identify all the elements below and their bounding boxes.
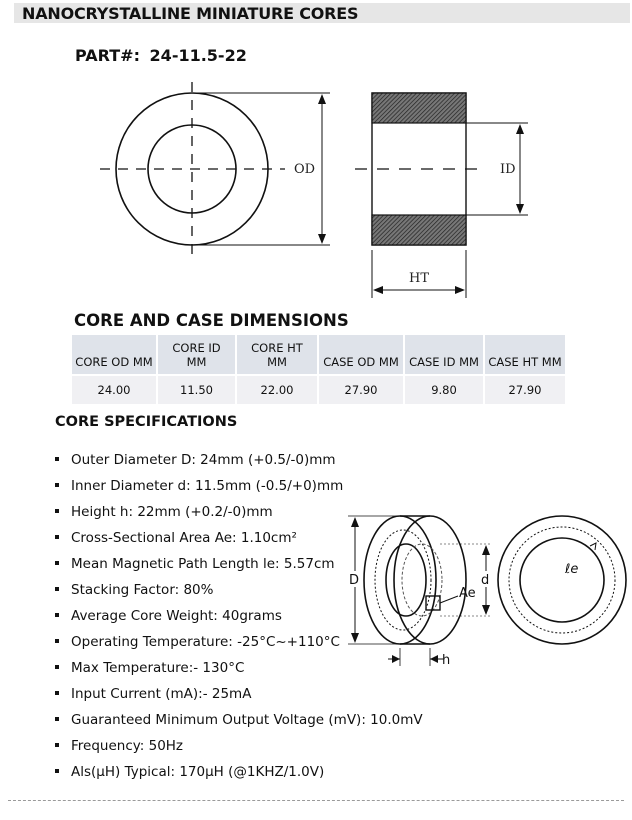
table-cell: 24.00	[72, 376, 156, 404]
table-header-cell: CASE ID MM	[405, 335, 483, 374]
part-value: 24-11.5-22	[149, 46, 247, 65]
core-3d-view: Ae D d h	[347, 515, 493, 668]
spec-text: Guaranteed Minimum Output Voltage (mV): …	[71, 712, 423, 728]
part-number: PART#: 24-11.5-22	[75, 46, 247, 65]
list-item: Max Temperature:- 130°C	[55, 658, 423, 684]
spec-text: Inner Diameter d: 11.5mm (-0.5/+0)mm	[71, 478, 344, 494]
table-cell: 9.80	[405, 376, 483, 404]
table-header-row: CORE OD MM CORE ID MM CORE HT MM CASE OD…	[72, 335, 565, 374]
table-cell: 11.50	[158, 376, 235, 404]
spec-text: Height h: 22mm (+0.2/-0)mm	[71, 504, 273, 520]
h-label: h	[442, 653, 450, 668]
d-inner-label: d	[481, 573, 489, 588]
list-item: Operating Temperature: -25°C~+110°C	[55, 632, 423, 658]
list-item: Height h: 22mm (+0.2/-0)mm	[55, 502, 423, 528]
bullet-icon	[55, 483, 59, 487]
list-item: Inner Diameter d: 11.5mm (-0.5/+0)mm	[55, 476, 423, 502]
core-dimension-drawing: OD ID HT	[100, 82, 528, 298]
bullet-icon	[55, 613, 59, 617]
bullet-icon	[55, 535, 59, 539]
spec-text: Average Core Weight: 40grams	[71, 608, 282, 624]
bullet-icon	[55, 769, 59, 773]
od-label: OD	[294, 162, 315, 177]
list-item: Cross-Sectional Area Ae: 1.10cm²	[55, 528, 423, 554]
bullet-icon	[55, 639, 59, 643]
ht-label: HT	[409, 271, 429, 286]
table-header-cell: CASE OD MM	[319, 335, 403, 374]
table-header-cell: CORE OD MM	[72, 335, 156, 374]
core-top-view: ℓe	[497, 515, 627, 645]
spec-text: Als(μH) Typical: 170μH (@1KHZ/1.0V)	[71, 764, 325, 780]
side-view: ID HT	[355, 92, 528, 298]
spec-text: Frequency: 50Hz	[71, 738, 184, 754]
table-header-cell: CASE HT MM	[485, 335, 565, 374]
spec-text: Outer Diameter D: 24mm (+0.5/-0)mm	[71, 452, 336, 468]
table-cell: 27.90	[485, 376, 565, 404]
table-cell: 22.00	[237, 376, 317, 404]
bullet-icon	[55, 457, 59, 461]
specifications-heading: CORE SPECIFICATIONS	[55, 414, 238, 430]
list-item: Als(μH) Typical: 170μH (@1KHZ/1.0V)	[55, 762, 423, 788]
bullet-icon	[55, 665, 59, 669]
list-item: Average Core Weight: 40grams	[55, 606, 423, 632]
bullet-icon	[55, 587, 59, 591]
core-geometry-drawing: Ae D d h ℓe	[347, 515, 627, 668]
list-item: Outer Diameter D: 24mm (+0.5/-0)mm	[55, 450, 423, 476]
table-header-cell: CORE ID MM	[158, 335, 235, 374]
bullet-icon	[55, 509, 59, 513]
list-item: Stacking Factor: 80%	[55, 580, 423, 606]
le-label: ℓe	[564, 562, 578, 577]
footer-divider	[8, 800, 624, 801]
spec-text: Operating Temperature: -25°C~+110°C	[71, 634, 340, 650]
dimensions-heading: CORE AND CASE DIMENSIONS	[74, 311, 349, 330]
table-header-cell: CORE HT MM	[237, 335, 317, 374]
bullet-icon	[55, 743, 59, 747]
dimensions-table: CORE OD MM CORE ID MM CORE HT MM CASE OD…	[70, 333, 567, 406]
spec-text: Stacking Factor: 80%	[71, 582, 214, 598]
list-item: Mean Magnetic Path Length le: 5.57cm	[55, 554, 423, 580]
d-outer-label: D	[349, 573, 359, 588]
specifications-list: Outer Diameter D: 24mm (+0.5/-0)mm Inner…	[55, 450, 423, 788]
spec-text: Cross-Sectional Area Ae: 1.10cm²	[71, 530, 297, 546]
spec-text: Mean Magnetic Path Length le: 5.57cm	[71, 556, 335, 572]
front-view: OD	[100, 82, 330, 258]
page-title: NANOCRYSTALLINE MINIATURE CORES	[22, 4, 359, 23]
table-row: 24.00 11.50 22.00 27.90 9.80 27.90	[72, 376, 565, 404]
part-label: PART#:	[75, 46, 140, 65]
ae-label: Ae	[459, 586, 476, 601]
title-bar	[14, 3, 630, 23]
table-cell: 27.90	[319, 376, 403, 404]
bullet-icon	[55, 717, 59, 721]
list-item: Frequency: 50Hz	[55, 736, 423, 762]
bullet-icon	[55, 561, 59, 565]
spec-text: Input Current (mA):- 25mA	[71, 686, 252, 702]
bullet-icon	[55, 691, 59, 695]
spec-text: Max Temperature:- 130°C	[71, 660, 245, 676]
id-label: ID	[500, 162, 516, 177]
list-item: Guaranteed Minimum Output Voltage (mV): …	[55, 710, 423, 736]
list-item: Input Current (mA):- 25mA	[55, 684, 423, 710]
